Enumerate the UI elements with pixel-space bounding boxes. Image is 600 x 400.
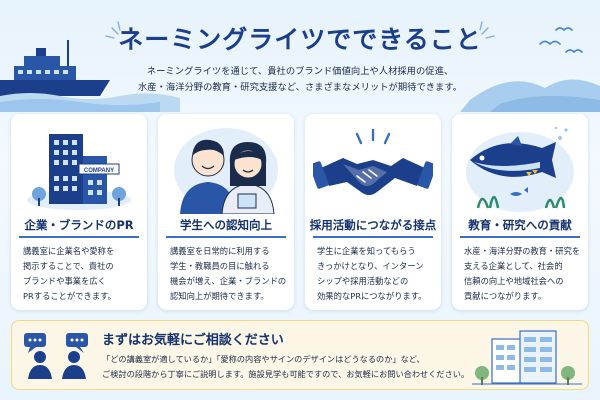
card-title: 学生への認知向上 (180, 218, 272, 232)
consultation-text-line: 「どの講義室が適しているか」「愛称の内容やサインのデザインはどうなるのか」など、 (102, 354, 425, 364)
students-icon (174, 128, 278, 214)
card-brand-pr: COMPANY 企業・ブランドのPR 講義室に企業名や愛称を 掲示することで、貴… (11, 114, 147, 310)
building-sign-label: COMPANY (84, 168, 114, 174)
card-text-line: 講義室に企業名や愛称を (23, 246, 115, 256)
ship-icon (0, 40, 110, 96)
card-text-line: 支える企業として、社会的 (464, 261, 563, 271)
card-divider (313, 236, 433, 238)
card-text-line: 機会が増え、企業・ブランドの (170, 276, 287, 286)
sparkle-lines-icon (105, 21, 495, 39)
card-text-line: 掲示することで、貴社の (23, 261, 114, 271)
card-text-line: 学生・教職員の目に触れる (170, 261, 270, 271)
card-text-line: 認知向上が期待できます。 (170, 291, 269, 301)
card-text-line: 貢献につながります。 (464, 291, 547, 301)
hero-decoration (0, 21, 600, 112)
card-text-line: シップや採用活動などの (317, 276, 409, 286)
card-text: 水産・海洋分野の教育・研究を 支える企業として、社会的 信頼の向上や地域社会への… (464, 244, 580, 304)
page-title: ネーミングライツでできること (118, 25, 482, 54)
card-text-line: 学生に企業を知ってもらう (317, 246, 416, 256)
handshake-icon (313, 128, 433, 195)
card-recruitment: 採用活動につながる接点 学生に企業を知ってもらう きっかけとなり、インターン シ… (305, 114, 441, 310)
tuna-fish-icon (466, 126, 574, 212)
card-text: 講義室に企業名や愛称を 掲示することで、貴社の ブランドや事業を広く PRするこ… (23, 244, 139, 304)
card-education-research: 教育・研究への貢献 水産・海洋分野の教育・研究を 支える企業として、社会的 信頼… (452, 114, 588, 310)
card-text-line: ブランドや事業を広く (23, 276, 106, 286)
consultation-text-line: ご検討の段階から丁寧にご説明します。施設見学も可能ですので、お気軽にお問い合わせ… (102, 369, 470, 379)
card-student-awareness: 学生への認知向上 講義室を日常的に利用する 学生・教職員の目に触れる 機会が増え… (158, 114, 294, 310)
card-divider (19, 236, 139, 238)
card-text-line: 効果的なPRにつながります。 (317, 291, 427, 301)
card-text-line: 水産・海洋分野の教育・研究を (464, 246, 581, 256)
consultation-banner: まずはお気軽にご相談ください 「どの講義室が適しているか」「愛称の内容やサインの… (11, 320, 589, 390)
campus-building-icon (472, 330, 582, 385)
page-subtitle: ネーミングライツを通じて、貴社のブランド価値向上や人材採用の促進、 水産・海洋分… (0, 64, 600, 96)
card-title: 教育・研究への貢献 (468, 218, 572, 232)
card-divider (166, 236, 286, 238)
card-text-line: PRすることができます。 (23, 291, 116, 301)
chat-people-icon (24, 333, 88, 379)
card-divider (460, 236, 580, 238)
subtitle-line: 水産・海洋分野の教育・研究支援など、さまざまなメリットが期待できます。 (138, 82, 462, 93)
consultation-title: まずはお気軽にご相談ください (102, 333, 284, 348)
card-title: 企業・ブランドのPR (24, 218, 134, 232)
birds-icon (539, 27, 583, 54)
card-text: 学生に企業を知ってもらう きっかけとなり、インターン シップや採用活動などの 効… (317, 244, 433, 304)
card-text-line: きっかけとなり、インターン (317, 261, 424, 271)
office-building-icon: COMPANY (27, 134, 131, 210)
card-text: 講義室を日常的に利用する 学生・教職員の目に触れる 機会が増え、企業・ブランドの… (170, 244, 286, 304)
subtitle-line: ネーミングライツを通じて、貴社のブランド価値向上や人材採用の促進、 (146, 66, 454, 77)
card-text-line: 信頼の向上や地域社会への (464, 276, 564, 286)
card-text-line: 講義室を日常的に利用する (170, 246, 270, 256)
benefit-cards: COMPANY 企業・ブランドのPR 講義室に企業名や愛称を 掲示することで、貴… (11, 114, 589, 310)
consultation-text: 「どの講義室が適しているか」「愛称の内容やサインのデザインはどうなるのか」など、… (102, 352, 469, 382)
card-title: 採用活動につながる接点 (309, 218, 437, 232)
